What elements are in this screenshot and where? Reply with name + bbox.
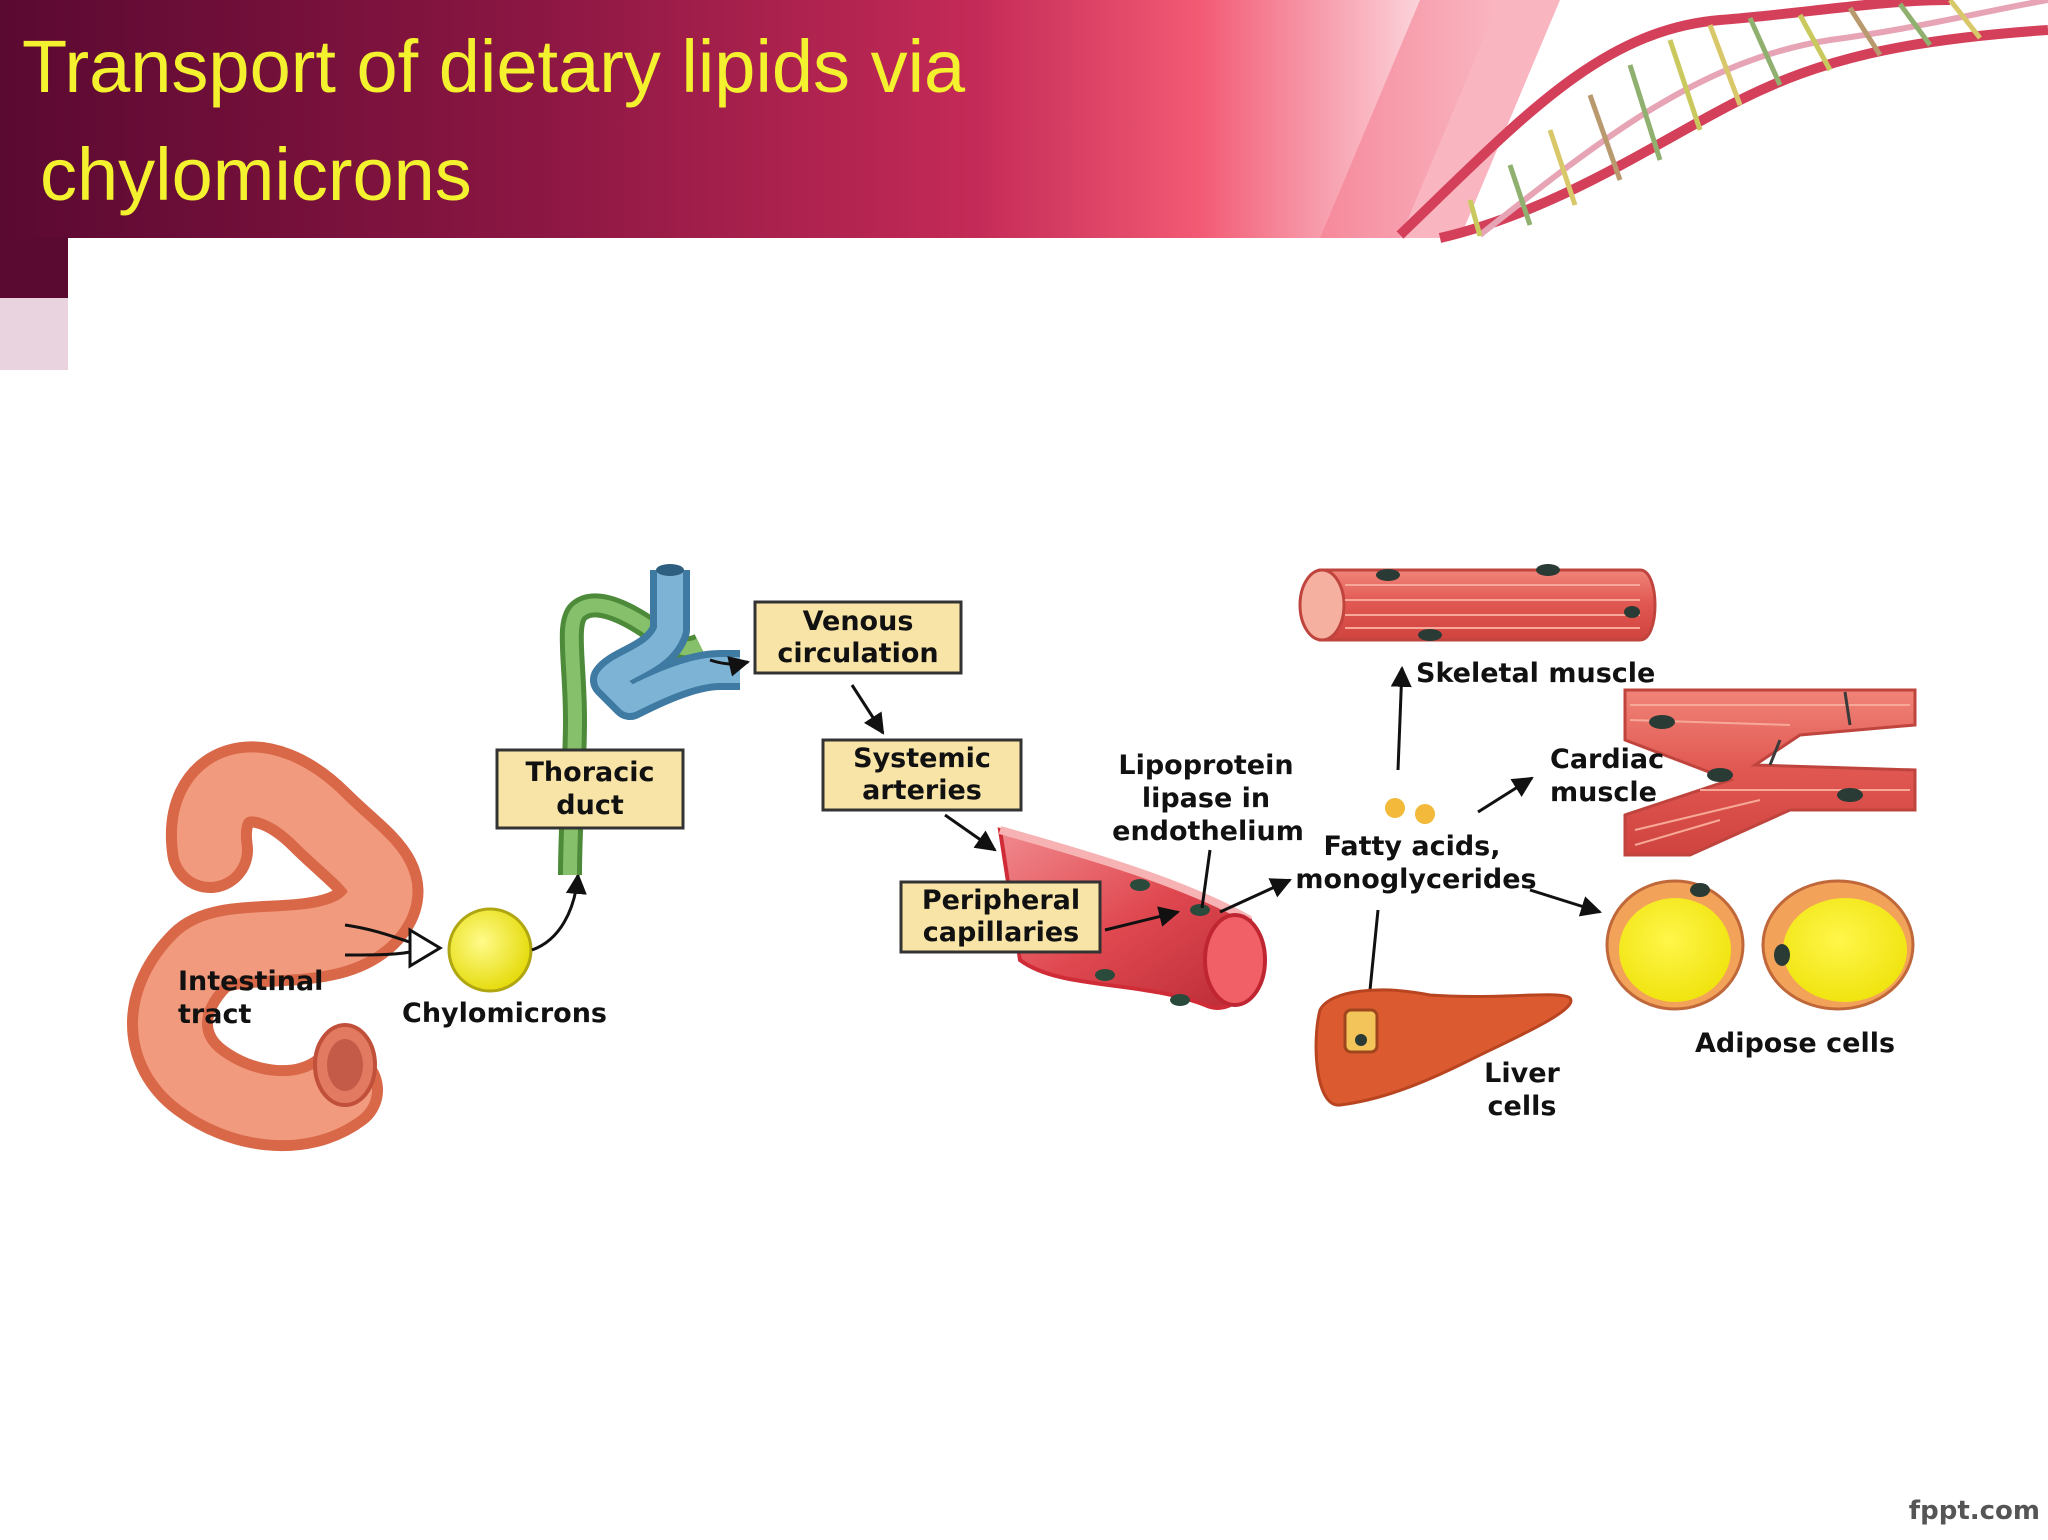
label-peripheral-1: Peripheral (922, 885, 1080, 916)
skeletal-muscle-illustration (1298, 564, 1657, 642)
label-skeletal: Skeletal muscle (1416, 658, 1655, 689)
label-intestinal-tract-2: tract (178, 999, 251, 1030)
chylomicron-particle (447, 907, 533, 993)
dna-helix-decoration (1396, 0, 2048, 243)
label-fatty-1: Fatty acids, (1323, 831, 1500, 862)
slide-title-line-1: Transport of dietary lipids via (22, 25, 966, 108)
label-cardiac-2: muscle (1550, 777, 1657, 808)
label-adipose: Adipose cells (1695, 1028, 1895, 1059)
thoracic-duct-box: Thoracic duct (495, 748, 685, 830)
cardiac-muscle-illustration (1623, 688, 1917, 857)
label-cardiac-1: Cardiac (1550, 744, 1664, 775)
label-thoracic-duct-2: duct (556, 790, 624, 821)
label-lipoprotein-1: Lipoprotein (1118, 750, 1293, 781)
label-lipoprotein-3: endothelium (1112, 816, 1304, 847)
adipose-cells-illustration (1605, 879, 1915, 1011)
label-lipoprotein-2: lipase in (1142, 783, 1270, 814)
label-liver-1: Liver (1484, 1058, 1560, 1089)
label-liver-2: cells (1488, 1091, 1557, 1122)
watermark-fppt: fppt.com (1908, 1496, 2040, 1526)
peripheral-capillaries-box: Peripheral capillaries (899, 880, 1102, 954)
label-chylomicrons: Chylomicrons (402, 998, 607, 1029)
label-peripheral-2: capillaries (923, 917, 1080, 948)
capillary-vessel-illustration (997, 826, 1268, 1010)
venous-circulation-box: Venous circulation (753, 600, 963, 675)
label-fatty-2: monoglycerides (1295, 864, 1536, 895)
fatty-acid-dot (1385, 798, 1405, 818)
liver-illustration (1314, 988, 1573, 1107)
fatty-acid-dot (1415, 804, 1435, 824)
label-systemic-1: Systemic (853, 743, 991, 774)
systemic-arteries-box: Systemic arteries (821, 738, 1023, 812)
label-systemic-2: arteries (862, 775, 982, 806)
slide-title-line-2: chylomicrons (40, 133, 472, 216)
label-intestinal-tract-1: Intestinal (178, 966, 323, 997)
label-venous-2: circulation (777, 638, 938, 669)
subclavian-vein-illustration (590, 564, 740, 720)
label-thoracic-duct-1: Thoracic (526, 757, 655, 788)
label-venous-1: Venous (803, 606, 914, 637)
absorption-arrow (344, 923, 443, 969)
intestinal-tract-illustration (127, 741, 424, 1152)
